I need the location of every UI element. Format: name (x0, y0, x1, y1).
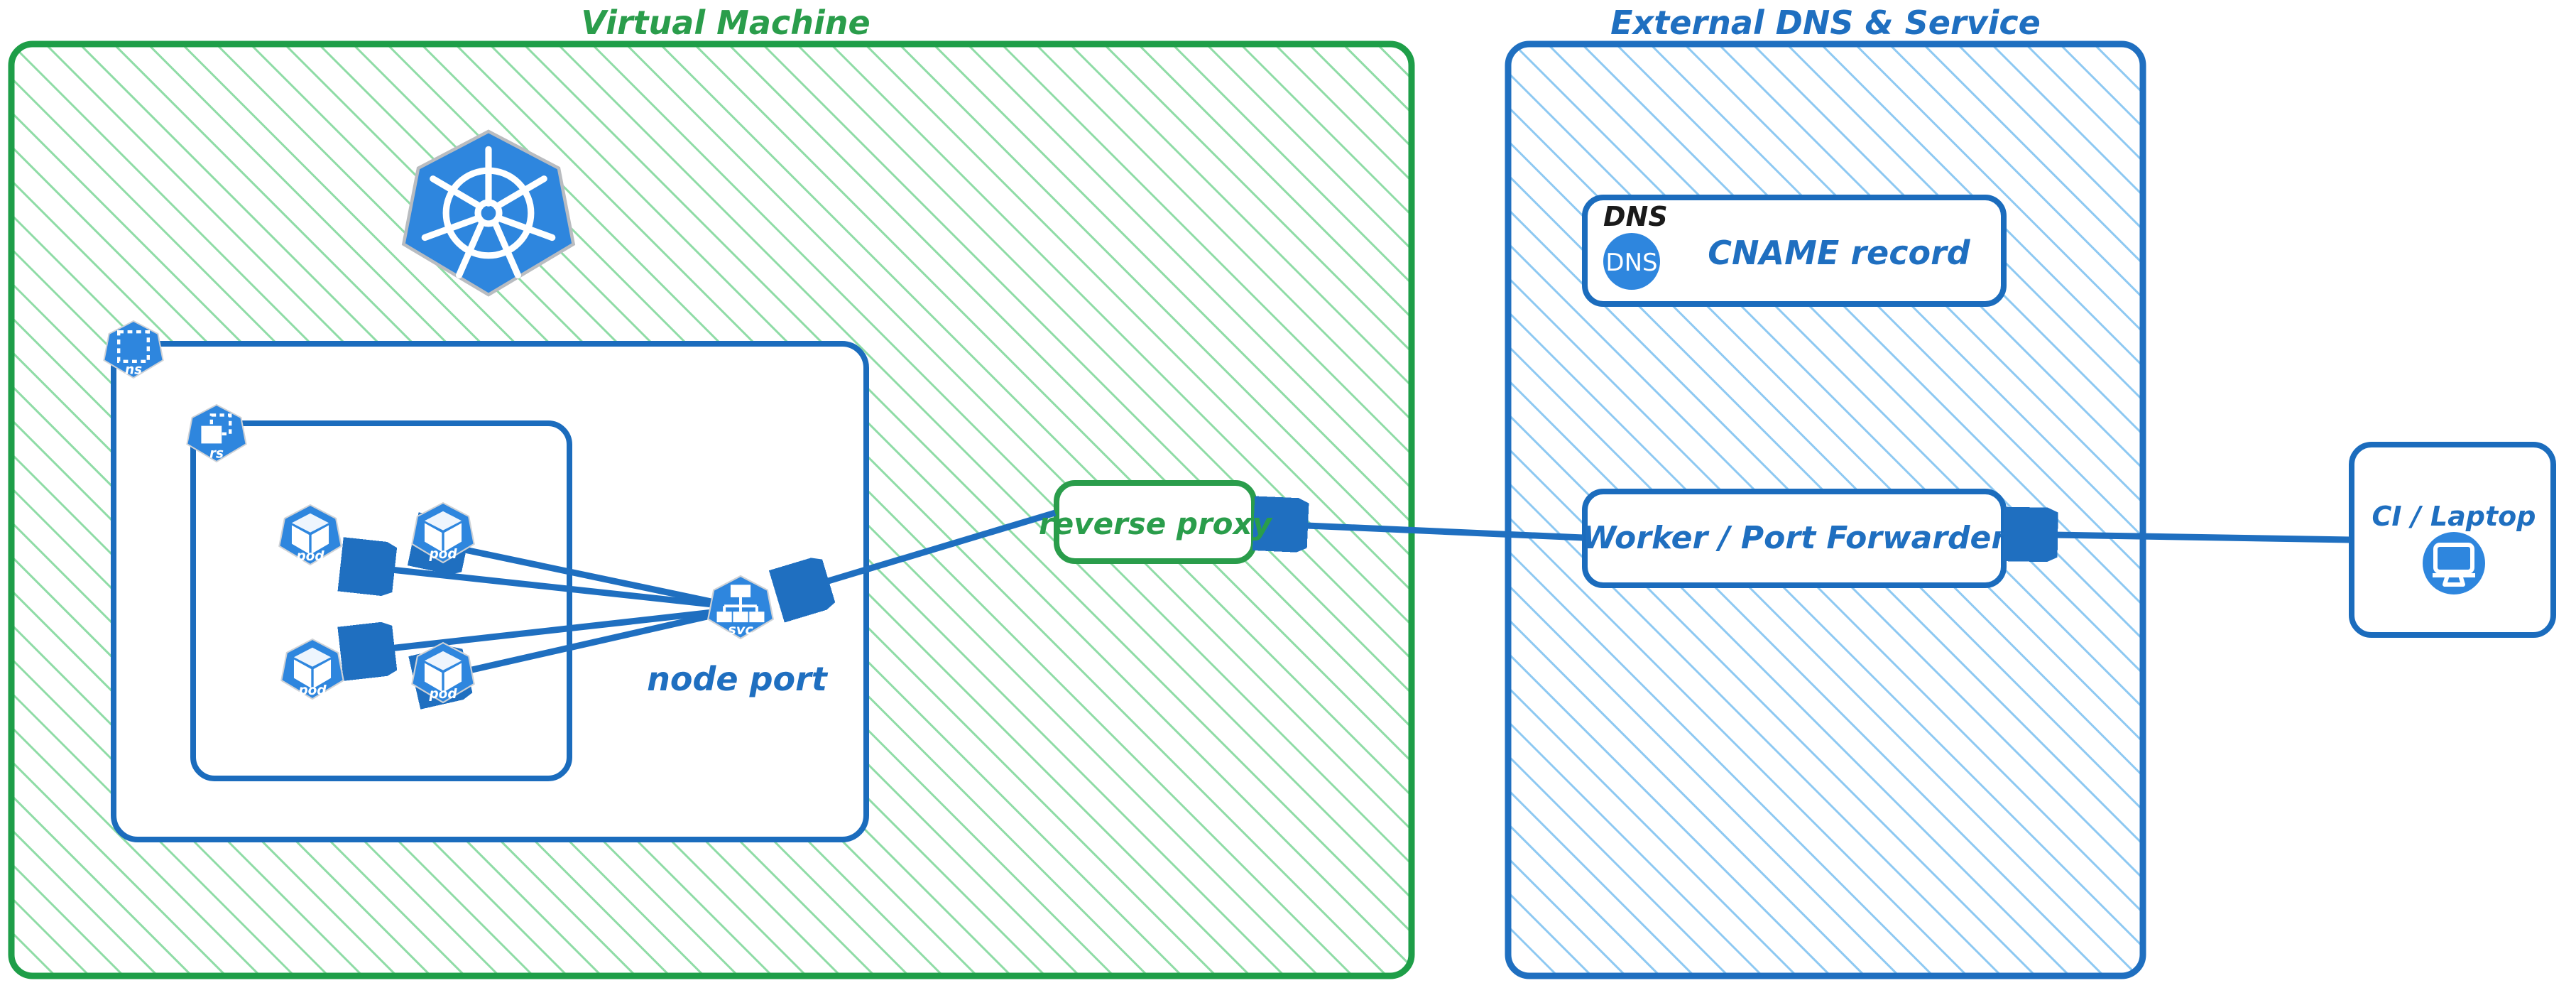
replicaset-box (190, 420, 572, 781)
pod-label: pod (428, 547, 457, 562)
pod-1[interactable]: pod (278, 504, 342, 566)
ci-laptop-label: CI / Laptop (2372, 501, 2536, 532)
pod-4[interactable]: pod (411, 641, 475, 704)
dns-badge-text: DNS (1605, 249, 1657, 277)
namespace-badge: ns (103, 320, 164, 379)
worker-card-label: Worker / Port Forwarder (1582, 520, 2008, 556)
arrow-ci-laptop-to-worker (2008, 534, 2351, 540)
node-port-caption: node port (647, 660, 829, 698)
pod-3[interactable]: pod (280, 638, 344, 700)
namespace-icon (116, 330, 151, 364)
arrow-reverse-proxy-to-svc (781, 509, 1057, 595)
kubernetes-logo (401, 129, 576, 297)
replicaset-badge: rs (186, 403, 247, 463)
pod-label: pod (295, 549, 324, 564)
dns-circle-icon (1603, 233, 1660, 290)
kubernetes-wheel-icon (401, 129, 576, 297)
replicaset-badge-label: rs (209, 446, 224, 461)
namespace-badge-label: ns (125, 362, 142, 377)
pod-label: pod (428, 687, 457, 702)
pod-label: pod (298, 683, 327, 698)
service-icon (716, 585, 765, 623)
service-badge-label: svc (728, 621, 753, 638)
replicaset-icon (201, 413, 232, 444)
arrow-svc-to-pod-4 (419, 606, 739, 682)
reverse-proxy-label: reverse proxy (1039, 506, 1273, 541)
pod-2[interactable]: pod (411, 501, 475, 564)
cname-record-label: CNAME record (1708, 234, 1971, 272)
vm-panel-title: Virtual Machine (581, 4, 870, 42)
desktop-monitor-badge (2423, 532, 2485, 594)
arrow-svc-to-pod-2 (417, 540, 739, 611)
external-panel-title: External DNS & Service (1610, 4, 2041, 42)
service-node[interactable]: svc (707, 575, 774, 640)
arrow-worker-to-reverse-proxy (1258, 523, 1584, 538)
dns-card-heading: DNS (1603, 201, 1668, 232)
dns-card[interactable] (1582, 195, 2007, 307)
dns-circle-badge: DNS (1603, 233, 1660, 290)
desktop-monitor-icon (2433, 543, 2475, 587)
